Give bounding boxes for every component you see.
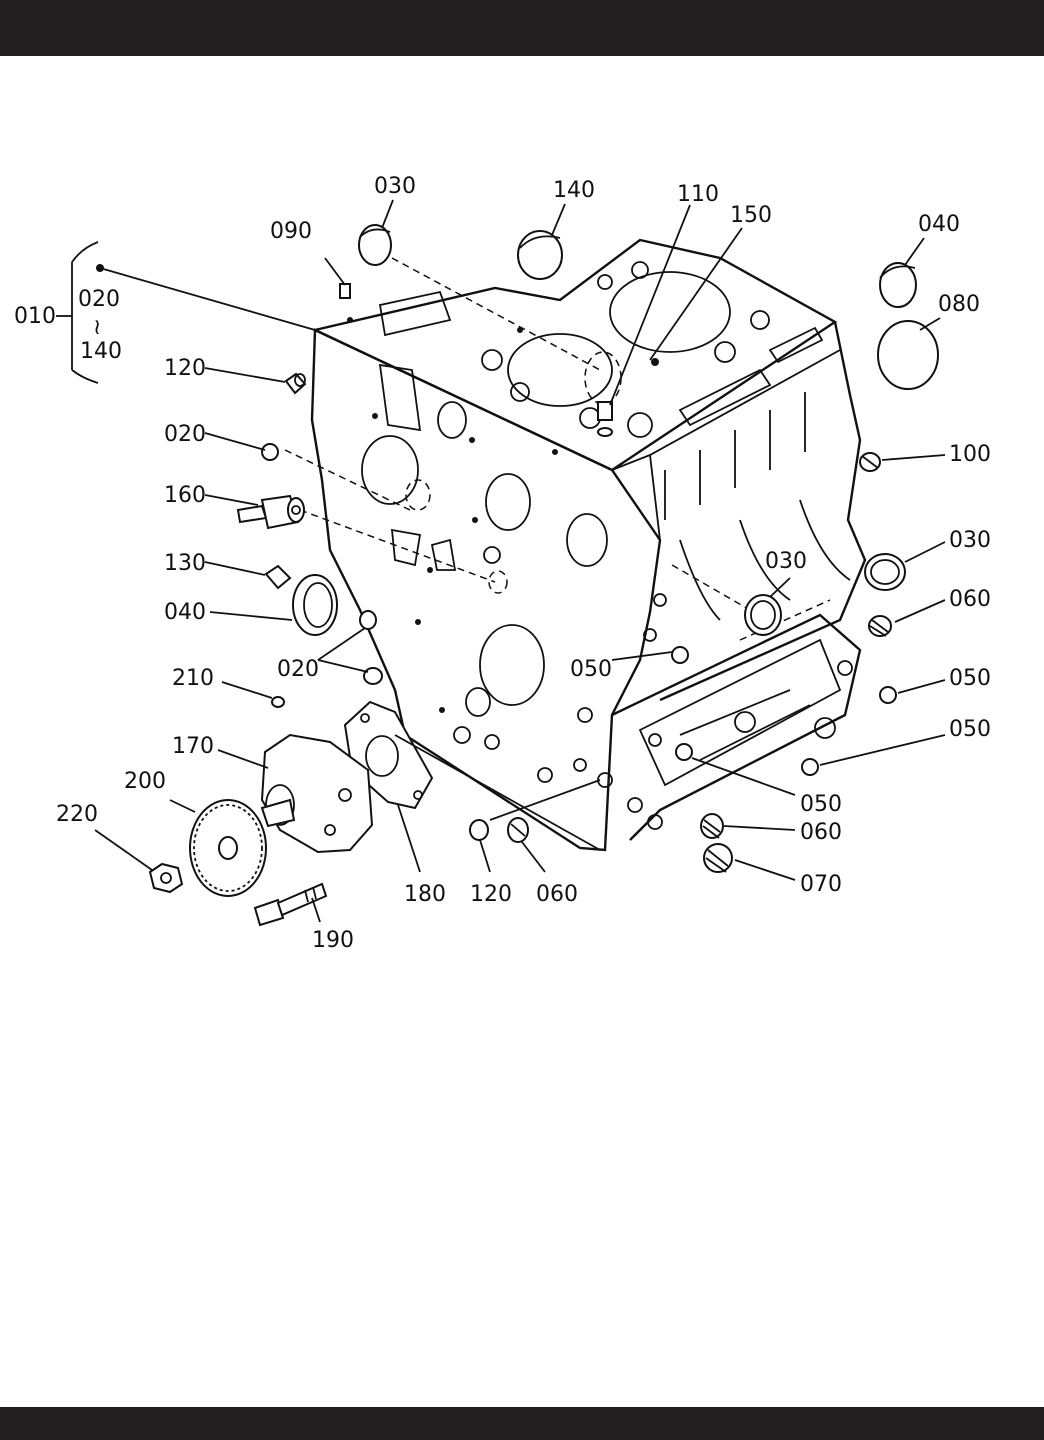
pin-020-lower-a: [359, 610, 377, 630]
cylinder-block: [310, 238, 867, 852]
top-bar: [0, 0, 1044, 56]
plug-030-mid: [744, 594, 782, 636]
plug-120-left: [284, 372, 307, 395]
callout-150: 150: [730, 203, 772, 228]
callout-130: 130: [164, 551, 206, 576]
gear-200: [189, 799, 267, 897]
callout-120-bottom: 120: [470, 882, 512, 907]
plug-050-a: [671, 646, 689, 664]
callout-210: 210: [172, 666, 214, 691]
callout-050-lower: 050: [800, 792, 842, 817]
callout-030-right: 030: [949, 528, 991, 553]
callout-050-right-b: 050: [949, 717, 991, 742]
callout-030-top: 030: [374, 174, 416, 199]
pin-020-lower-b: [363, 667, 383, 685]
callout-190: 190: [312, 928, 354, 953]
callout-120-left: 120: [164, 356, 206, 381]
plug-100: [859, 452, 881, 472]
bottom-bar: [0, 1407, 1044, 1440]
plug-030-top: [358, 224, 392, 266]
plug-060-mid: [700, 813, 724, 839]
callout-040-left: 040: [164, 600, 206, 625]
callout-100: 100: [949, 442, 991, 467]
label-range-separator: ≀: [93, 315, 101, 340]
callout-090: 090: [270, 219, 312, 244]
callout-060-right: 060: [949, 587, 991, 612]
plug-140: [517, 230, 563, 280]
callout-140: 140: [553, 178, 595, 203]
pin-020-left: [261, 443, 279, 461]
plug-130: [264, 564, 292, 590]
callout-020-lower: 020: [277, 657, 319, 682]
callout-180: 180: [404, 882, 446, 907]
plug-030-right: [864, 553, 906, 591]
callout-170: 170: [172, 734, 214, 759]
callout-050-center: 050: [570, 657, 612, 682]
sender-160: [236, 494, 305, 530]
plug-040-right: [879, 262, 917, 308]
plug-050-d: [675, 743, 693, 761]
label-140-range-to: 140: [80, 339, 122, 364]
callout-050-right-a: 050: [949, 666, 991, 691]
plug-120-bottom: [469, 819, 489, 841]
callout-020-left: 020: [164, 422, 206, 447]
plug-060-right: [868, 615, 892, 637]
plug-050-c: [801, 758, 819, 776]
leader-lines: [56, 199, 946, 923]
bolt-190: [253, 882, 328, 927]
assembly-lines: [284, 257, 831, 641]
callout-110: 110: [677, 182, 719, 207]
plug-070: [703, 843, 733, 873]
seal-040-left: [292, 574, 338, 636]
callout-080: 080: [938, 292, 980, 317]
callout-030-mid: 030: [765, 549, 807, 574]
cover-080: [877, 320, 939, 390]
parts: [148, 224, 939, 927]
callout-200: 200: [124, 769, 166, 794]
callout-labels: 010 020 ≀ 140 030 140 110 150 040 090 08…: [14, 174, 991, 953]
callout-220: 220: [56, 802, 98, 827]
label-010: 010: [14, 304, 56, 329]
plug-060-bottom: [507, 817, 529, 843]
nut-220: [148, 862, 184, 894]
label-020-range-from: 020: [78, 287, 120, 312]
callout-060-bottom: 060: [536, 882, 578, 907]
callout-060-lower: 060: [800, 820, 842, 845]
oil-pump-170: [260, 733, 374, 854]
plug-050-b: [879, 686, 897, 704]
pin-090: [339, 283, 351, 299]
callout-160: 160: [164, 483, 206, 508]
callout-070: 070: [800, 872, 842, 897]
pin-110: [597, 401, 613, 437]
key-210: [271, 696, 285, 708]
callout-040-right: 040: [918, 212, 960, 237]
